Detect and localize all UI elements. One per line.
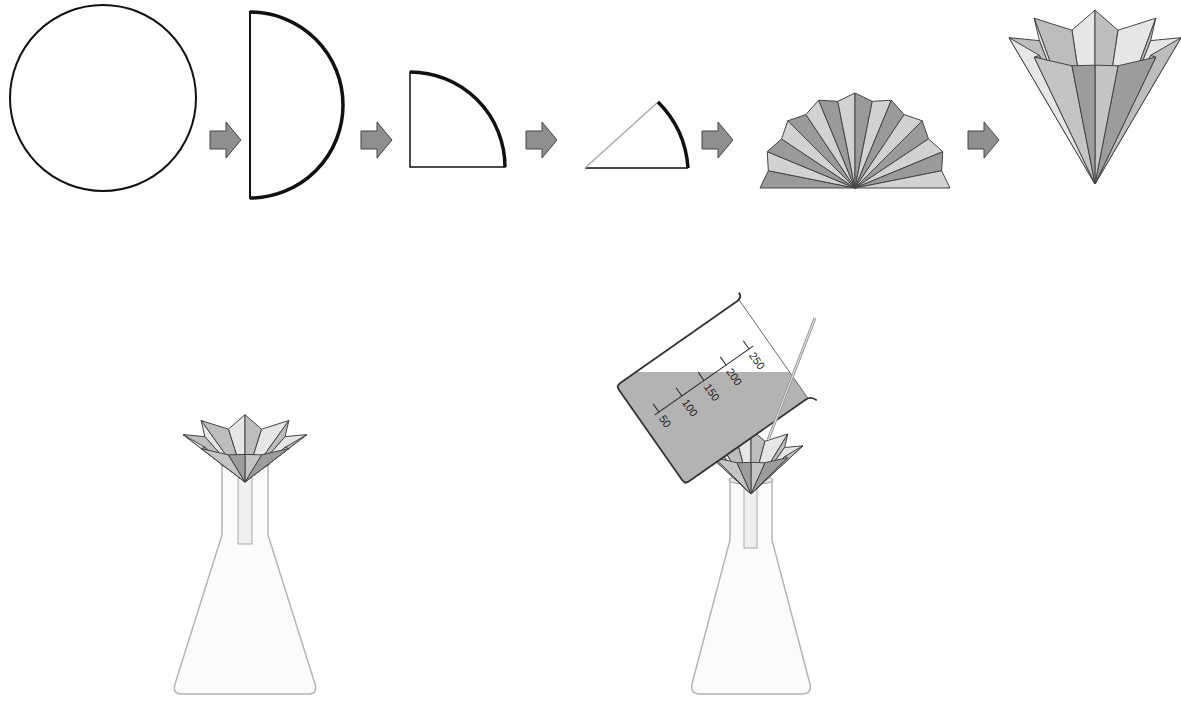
filter-pleat bbox=[228, 454, 245, 482]
filter-pleat bbox=[1009, 38, 1095, 184]
paper-eighth bbox=[585, 102, 658, 168]
fold-edge bbox=[410, 72, 505, 167]
filter-pleat bbox=[714, 458, 751, 494]
filter-pleat bbox=[1095, 38, 1181, 184]
filter-pleat bbox=[1095, 55, 1156, 184]
filter-pleat bbox=[1095, 18, 1156, 184]
step-arrow bbox=[702, 122, 733, 158]
paper-circle bbox=[10, 5, 196, 191]
paper-quarter bbox=[410, 72, 505, 167]
erlenmeyer-flask bbox=[174, 459, 315, 694]
filter-pleat bbox=[245, 449, 289, 482]
glass-rod bbox=[768, 318, 815, 440]
filter-pleat bbox=[737, 462, 751, 494]
glass-rod bbox=[768, 318, 815, 440]
paper-half bbox=[250, 12, 343, 198]
filter-pleat bbox=[245, 421, 289, 482]
filter-pleat bbox=[1034, 18, 1095, 184]
filter-pleat bbox=[1034, 18, 1095, 184]
filter-pleat bbox=[245, 447, 289, 482]
step-arrow bbox=[968, 122, 999, 158]
beaker bbox=[560, 291, 860, 532]
filter-pleat bbox=[183, 435, 245, 482]
fold-edge bbox=[250, 12, 343, 198]
filter-pleat bbox=[1072, 65, 1095, 184]
erlenmeyer-flask bbox=[692, 476, 811, 695]
fan-pleat bbox=[855, 171, 950, 188]
graduation-scale bbox=[649, 338, 753, 415]
filter-pleat bbox=[245, 435, 307, 482]
filter-pleat bbox=[1095, 65, 1118, 184]
filter-pleat bbox=[751, 456, 788, 494]
filter-pleat bbox=[751, 446, 803, 494]
filter-pleat bbox=[714, 456, 751, 494]
filter-pleat bbox=[751, 446, 803, 494]
pleated-filter bbox=[183, 415, 307, 482]
filter-pleat bbox=[751, 458, 788, 494]
liquid bbox=[560, 372, 860, 532]
filter-pleat bbox=[1095, 57, 1156, 184]
filter-pleat bbox=[201, 449, 245, 482]
pleated-fan bbox=[760, 93, 950, 188]
fan-pleat bbox=[838, 93, 855, 188]
filter-pleat bbox=[1095, 18, 1156, 184]
filter-pleat bbox=[1095, 38, 1181, 184]
filter-pleat bbox=[751, 462, 765, 494]
step-arrow bbox=[361, 122, 392, 158]
filter-pleat bbox=[245, 435, 307, 482]
step-arrow bbox=[526, 122, 557, 158]
step-arrow bbox=[210, 122, 241, 158]
filter-pleat bbox=[201, 421, 245, 482]
filter-pleat bbox=[1034, 55, 1095, 184]
fold-edge bbox=[658, 102, 688, 168]
filter-pleat bbox=[245, 421, 289, 482]
paper-eighth bbox=[585, 167, 688, 169]
filter-pleat bbox=[201, 421, 245, 482]
pleated-filter bbox=[1009, 10, 1181, 184]
filter-pleat bbox=[245, 454, 262, 482]
filter-pleat bbox=[1034, 57, 1095, 184]
filter-pleat bbox=[183, 435, 245, 482]
filter-pleat bbox=[1009, 38, 1095, 184]
filter-pleat bbox=[201, 447, 245, 482]
